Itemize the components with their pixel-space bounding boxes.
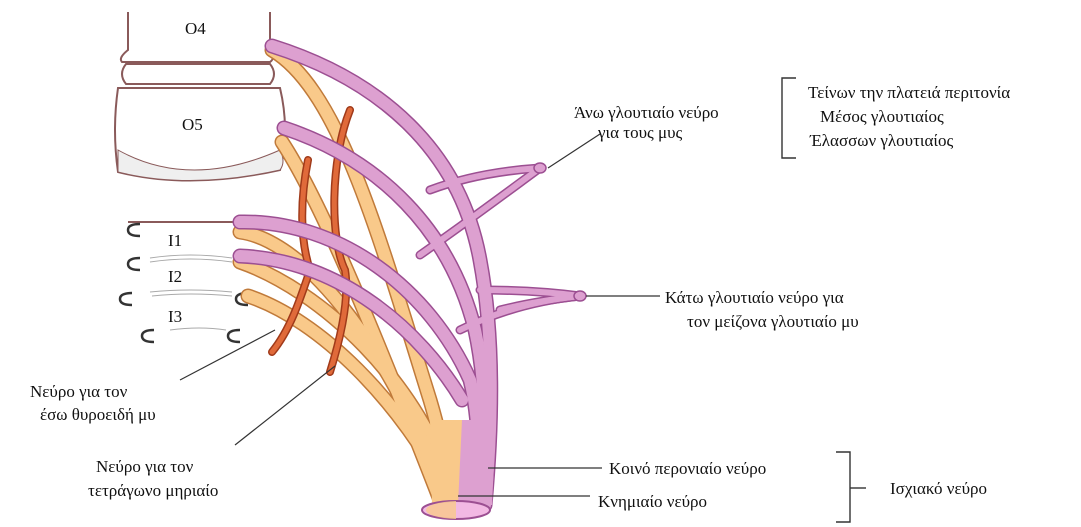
- sciatic-label: Ισχιακό νεύρο: [890, 479, 987, 498]
- s1-foramen-left: [128, 224, 140, 236]
- sacral-s3-label: Ι3: [168, 307, 182, 326]
- common-peroneal-label: Κοινό περονιαίο νεύρο: [609, 459, 766, 478]
- tibial-label: Κνημιαίο νεύρο: [598, 492, 707, 511]
- vertebra-l5-label: Ο5: [182, 115, 203, 134]
- inferior-gluteal-label-line1: Κάτω γλουτιαίο νεύρο για: [665, 288, 844, 307]
- obturator-nerve-label-line2: έσω θυροειδή μυ: [40, 405, 156, 424]
- sciatic-bracket: [836, 452, 850, 522]
- superior-gluteal-label-line1: Άνω γλουτιαίο νεύρο: [574, 103, 719, 122]
- s2-foramen-left: [128, 258, 140, 270]
- muscle-label-gluteus-minimus: Έλασσων γλουτιαίος: [809, 131, 953, 150]
- muscle-list-bracket: [782, 78, 796, 158]
- sacral-s1-label: Ι1: [168, 231, 182, 250]
- vertebra-l4-label: Ο4: [185, 19, 206, 38]
- intervertebral-disc: [122, 64, 274, 84]
- s3-foramen-left: [120, 293, 132, 305]
- quadratus-nerve-label-line1: Νεύρο για τον: [96, 457, 194, 476]
- superior-gluteal-label-line2: για τους μυς: [597, 123, 683, 142]
- inferior-gluteal-label-line2: τον μείζονα γλουτιαίο μυ: [687, 312, 859, 331]
- obturator-nerve-label-line1: Νεύρο για τον: [30, 382, 128, 401]
- sacral-s2-label: Ι2: [168, 267, 182, 286]
- inferior-gluteal-nerve-knot: [574, 291, 586, 301]
- quadratus-nerve-label-line2: τετράγωνο μηριαίο: [88, 481, 218, 500]
- muscle-label-tensor-fasciae-latae: Τείνων την πλατειά περιτονία: [808, 83, 1010, 102]
- superior-gluteal-nerve-knot: [534, 163, 546, 173]
- sacrum: [120, 222, 260, 342]
- s4-foramen-right: [228, 330, 240, 342]
- common-peroneal-trunk: [458, 420, 496, 505]
- s4-foramen-left: [142, 330, 154, 342]
- muscle-label-gluteus-medius: Μέσος γλουτιαίος: [820, 107, 944, 126]
